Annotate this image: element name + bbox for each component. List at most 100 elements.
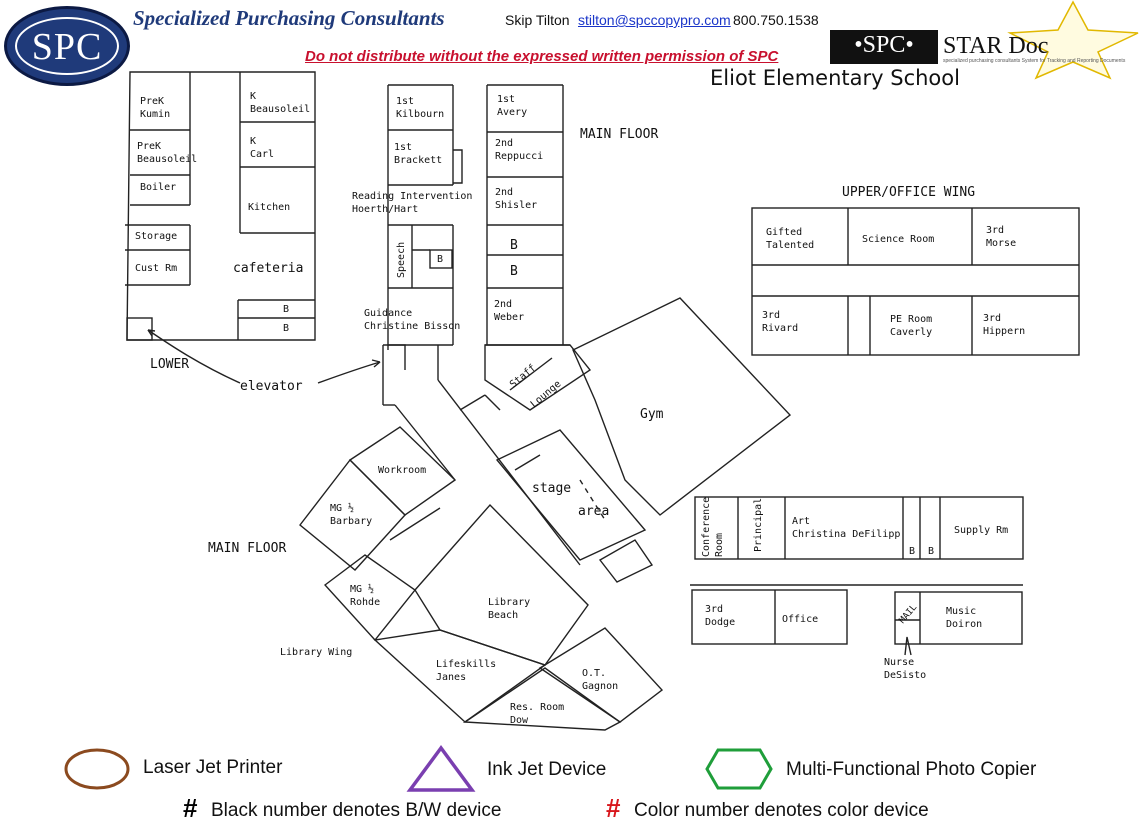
room-stage-area: area [578,504,610,519]
elevator-door [383,344,406,370]
stage-steps [598,539,654,583]
school-name: Eliot Elementary School [710,66,960,90]
wall [484,394,501,411]
office-wing-bottom [691,589,848,645]
room-prek-beausoleil: PreK Beausoleil [137,141,198,165]
room-res-room: Res. Room Dow [510,702,565,726]
ot-outline [538,627,664,723]
room-rivard: 3rd Rivard [762,310,799,334]
label-lower: LOWER [150,357,190,372]
room-reading-intervention: Reading Intervention Hoerth/Hart [352,191,473,215]
room-art-bathroom-1: B [909,546,916,557]
label-library-wing: Library Wing [280,647,353,658]
room-weber: 2nd Weber [494,299,525,323]
office-wing-top [694,496,1024,560]
contact-email-link[interactable]: stilton@spccopypro.com [578,12,731,28]
star-doc-title: STAR Doc [943,33,1049,59]
wall [459,394,486,411]
room-k-carl: K Carl [250,136,275,160]
room-caf-bathroom-2: B [283,323,290,334]
room-gifted-talented: Gifted Talented [766,227,815,251]
stage-outline [495,429,647,561]
staff-lounge-outline [484,344,592,411]
legend-color-hash-icon: # [606,793,621,823]
legend-bw-hash-icon: # [183,793,198,823]
legend-laser-label: Laser Jet Printer [143,757,283,778]
room-morse: 3rd Morse [986,225,1017,249]
star-doc-logo-block: •SPC• [830,30,938,64]
room-kitchen: Kitchen [248,202,291,213]
star-doc-spc-text: •SPC• [854,32,914,58]
wall [437,379,581,566]
spc-logo: SPC [4,6,130,86]
room-hall-bathroom-1: B [510,238,518,253]
room-reppucci: 2nd Reppucci [495,138,544,162]
room-library: Library Beach [488,597,531,621]
room-prek-kumin: PreK Kumin [140,96,171,120]
room-workroom: Workroom [378,465,427,476]
room-pe: PE Room Caverly [890,314,933,338]
elevator-arrow-left [147,329,241,384]
room-shisler: 2nd Shisler [495,187,538,211]
resroom-outline [462,667,622,731]
room-cafeteria: cafeteria [233,261,304,276]
room-mg-rohde: MG ½ Rohde [350,584,381,608]
room-guidance: Guidance Christine Bisson [364,308,461,332]
room-brackett: 1st Brackett [394,142,443,166]
star-logo-star-icon [1007,0,1139,80]
elevator-arrow-right [317,361,381,384]
room-stage: stage [532,481,572,496]
label-elevator: elevator [240,379,303,394]
legend-color-note: Color number denotes color device [634,800,929,821]
nurse-arrow [904,636,912,656]
wall [509,357,553,391]
room-hall-bathroom-2: B [510,264,518,279]
room-speech: Speech [396,241,407,278]
label-upper-office-wing: UPPER/OFFICE WING [842,185,976,200]
spc-logo-text: SPC [31,26,103,68]
room-storage: Storage [135,231,178,242]
arrow-head [147,329,156,337]
legend-mfp-label: Multi-Functional Photo Copier [786,759,1037,780]
stage-dash [579,479,606,521]
star-doc-tagline: specialized purchasing consultants Syste… [943,58,1126,64]
music-room-outline [894,591,1023,645]
room-kilbourn: 1st Kilbourn [396,96,445,120]
room-gym: Gym [640,407,664,422]
speech-b-box [429,249,453,269]
legend-bw-note: Black number denotes B/W device [211,800,502,821]
label-main-floor-top: MAIN FLOOR [580,127,659,142]
contact-phone: 800.750.1538 [733,12,819,28]
room-dodge: 3rd Dodge [705,604,736,628]
room-ot: O.T. Gagnon [582,668,619,692]
contact-name: Skip Tilton [505,12,570,28]
wall [514,454,541,471]
elevator-shaft-lower [126,317,153,341]
room-speech-bathroom: B [437,254,444,265]
room-art-bathroom-2: B [928,546,935,557]
room-science: Science Room [862,234,935,245]
arrow-head [371,359,381,368]
library-outline [414,503,589,666]
room-office: Office [782,614,819,625]
room-k-beausoleil: K Beausoleil [250,91,311,115]
legend-inkjet-label: Ink Jet Device [487,759,607,780]
label-nurse: Nurse DeSisto [884,657,927,681]
label-main-floor-left: MAIN FLOOR [208,541,287,556]
room-boiler: Boiler [140,182,177,193]
room-music: Music Doiron [946,606,983,630]
room-avery: 1st Avery [497,94,528,118]
room-art: Art Christina DeFilipp [792,516,901,540]
room-caf-bathroom-1: B [283,304,290,315]
upper-wing-outline [751,207,1080,356]
room-lifeskills: Lifeskills Janes [436,659,497,683]
inkjet-triangle-icon [406,745,476,792]
room-hippern: 3rd Hippern [983,313,1026,337]
room-conference: Conference Room [701,496,725,557]
door [453,149,463,184]
room-supply: Supply Rm [954,525,1009,536]
room-mg-barbary: MG ½ Barbary [330,503,373,527]
gym-outline [572,297,792,516]
distribution-warning: Do not distribute without the expressed … [305,48,779,65]
